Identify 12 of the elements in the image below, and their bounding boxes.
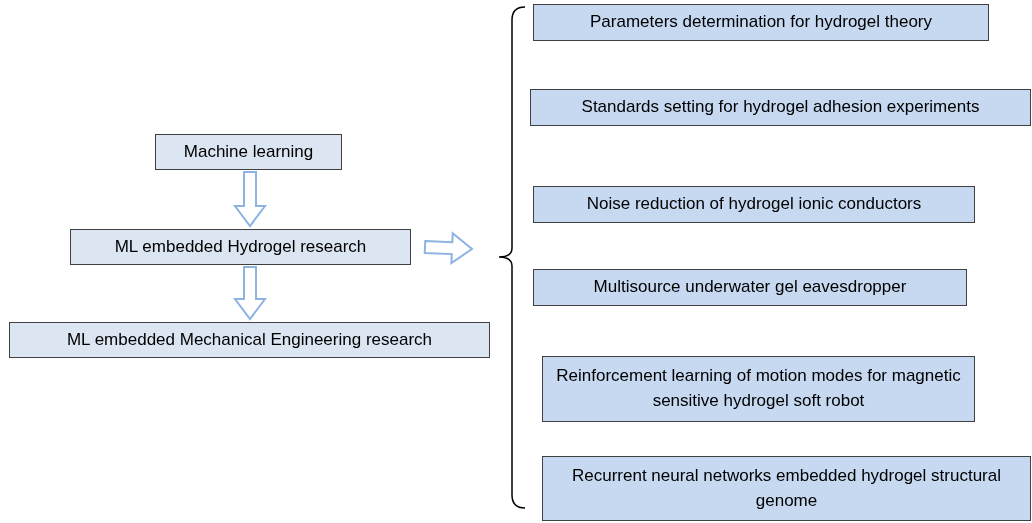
process-box: Standards setting for hydrogel adhesion experiments [530, 89, 1031, 126]
block-arrow [423, 231, 474, 266]
block-arrow [233, 266, 267, 321]
block-arrow [233, 171, 267, 228]
process-box: Recurrent neural networks embedded hydrogel structural genome [542, 456, 1031, 521]
process-box: ML embedded Hydrogel research [70, 229, 411, 265]
process-box: Machine learning [155, 134, 342, 170]
process-box: Multisource underwater gel eavesdropper [533, 269, 967, 306]
process-box: Noise reduction of hydrogel ionic conductors [533, 186, 975, 223]
process-box: Reinforcement learning of motion modes for magnetic sensitive hydrogel soft robot [542, 356, 975, 422]
process-box: ML embedded Mechanical Engineering research [9, 322, 490, 358]
process-box: Parameters determination for hydrogel theory [533, 4, 989, 41]
